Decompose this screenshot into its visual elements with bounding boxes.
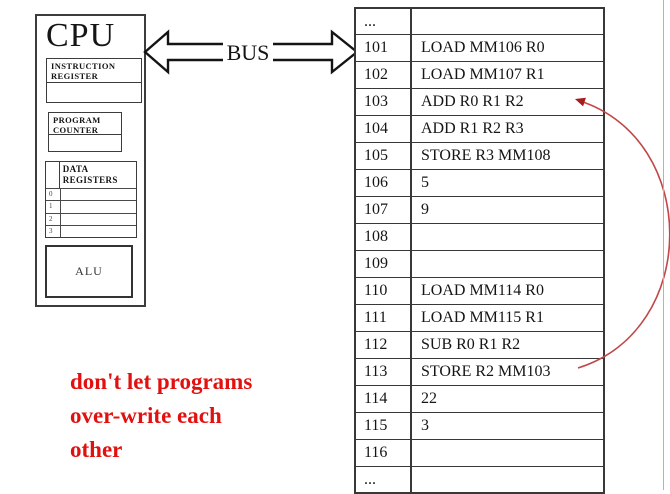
cpu-panel: CPU INSTRUCTION REGISTER PROGRAM COUNTER… [35, 14, 146, 307]
program-counter-label: PROGRAM COUNTER [49, 113, 121, 135]
annotation-line: don't let programs [70, 369, 253, 394]
data-register-value-cell [61, 189, 136, 200]
instruction-register-label: INSTRUCTION REGISTER [47, 59, 141, 83]
memory-value-cell: 3 [421, 417, 429, 434]
memory-address-cell: 112 [356, 332, 412, 358]
data-register-index: 3 [46, 225, 61, 237]
memory-address-cell: 107 [356, 197, 412, 223]
memory-address-cell: 102 [356, 62, 412, 88]
instruction-register-value-cell [47, 83, 141, 102]
memory-value-cell [412, 440, 603, 466]
slide-right-border [663, 0, 664, 490]
memory-value-cell: 9 [421, 201, 429, 218]
memory-address-cell: ... [356, 9, 412, 34]
memory-row: 108 [356, 223, 603, 250]
memory-row: 113 STORE R2 MM103 [356, 358, 603, 385]
memory-value-cell: 22 [421, 390, 437, 407]
memory-value-cell [412, 224, 603, 250]
program-counter-value-cell [49, 135, 121, 150]
data-register-index: 1 [46, 201, 61, 213]
annotation-line: over-write each [70, 403, 222, 428]
data-register-value-cell [61, 214, 136, 225]
memory-row: 106 5 [356, 169, 603, 196]
memory-address-cell: 116 [356, 440, 412, 466]
memory-value-cell: LOAD MM115 R1 [421, 309, 544, 326]
data-registers-header: DATA REGISTERS [46, 162, 136, 188]
memory-address-cell: 113 [356, 359, 412, 385]
memory-address-cell: 114 [356, 386, 412, 412]
memory-address-cell: 111 [356, 305, 412, 331]
data-registers-table: DATA REGISTERS 0 1 2 3 [45, 161, 137, 238]
data-register-index: 0 [46, 189, 61, 201]
memory-address-cell: 115 [356, 413, 412, 439]
memory-row: 116 [356, 439, 603, 466]
data-registers-header-label: DATA REGISTERS [62, 164, 118, 185]
data-register-index: 2 [46, 213, 61, 225]
bus-label: BUS [227, 40, 270, 65]
memory-value-cell: STORE R3 MM108 [421, 147, 551, 164]
memory-value-cell: SUB R0 R1 R2 [421, 336, 521, 353]
memory-row: ... [356, 466, 603, 492]
memory-value-cell [412, 251, 603, 277]
memory-row: 101 LOAD MM106 R0 [356, 34, 603, 61]
memory-address-cell: 105 [356, 143, 412, 169]
memory-value-cell: LOAD MM114 R0 [421, 282, 544, 299]
data-registers-corner-cell [46, 162, 60, 188]
memory-address-cell: 104 [356, 116, 412, 142]
alu-label: ALU [75, 264, 103, 278]
memory-value-cell: LOAD MM107 R1 [421, 66, 545, 83]
program-counter-box: PROGRAM COUNTER [48, 112, 122, 152]
data-register-value-cell [61, 201, 136, 212]
memory-value-cell [412, 467, 603, 492]
annotation-text: don't let programs over-write each other [70, 365, 252, 467]
memory-value-cell: ADD R1 R2 R3 [421, 120, 524, 137]
data-register-value-cell [61, 226, 136, 237]
memory-value-cell: STORE R2 MM103 [421, 363, 551, 380]
memory-row: ... [356, 9, 603, 34]
memory-row: 114 22 [356, 385, 603, 412]
memory-value-cell [412, 9, 603, 34]
instruction-register-box: INSTRUCTION REGISTER [46, 58, 142, 103]
alu-box: ALU [45, 245, 133, 298]
memory-row: 105 STORE R3 MM108 [356, 142, 603, 169]
memory-row: 104 ADD R1 R2 R3 [356, 115, 603, 142]
bus-double-arrow-icon: BUS [143, 29, 359, 75]
memory-row: 110 LOAD MM114 R0 [356, 277, 603, 304]
memory-row: 107 9 [356, 196, 603, 223]
memory-table: ... 101 LOAD MM106 R0 102 LOAD MM107 R1 … [354, 7, 605, 494]
cpu-title: CPU [46, 17, 116, 54]
memory-address-cell: 108 [356, 224, 412, 250]
memory-row: 102 LOAD MM107 R1 [356, 61, 603, 88]
memory-row: 109 [356, 250, 603, 277]
memory-address-cell: 110 [356, 278, 412, 304]
memory-row: 115 3 [356, 412, 603, 439]
memory-address-cell: 103 [356, 89, 412, 115]
memory-address-cell: 101 [356, 35, 412, 61]
memory-row: 111 LOAD MM115 R1 [356, 304, 603, 331]
data-register-row: 2 [46, 212, 136, 225]
memory-value-cell: 5 [421, 174, 429, 191]
memory-value-cell: ADD R0 R1 R2 [421, 93, 524, 110]
memory-address-cell: 109 [356, 251, 412, 277]
memory-row: 112 SUB R0 R1 R2 [356, 331, 603, 358]
data-register-row: 3 [46, 224, 136, 237]
memory-row: 103 ADD R0 R1 R2 [356, 88, 603, 115]
data-register-row: 0 [46, 188, 136, 201]
data-register-row: 1 [46, 200, 136, 213]
annotation-line: other [70, 437, 123, 462]
memory-address-cell: 106 [356, 170, 412, 196]
memory-value-cell: LOAD MM106 R0 [421, 39, 545, 56]
memory-address-cell: ... [356, 467, 412, 492]
